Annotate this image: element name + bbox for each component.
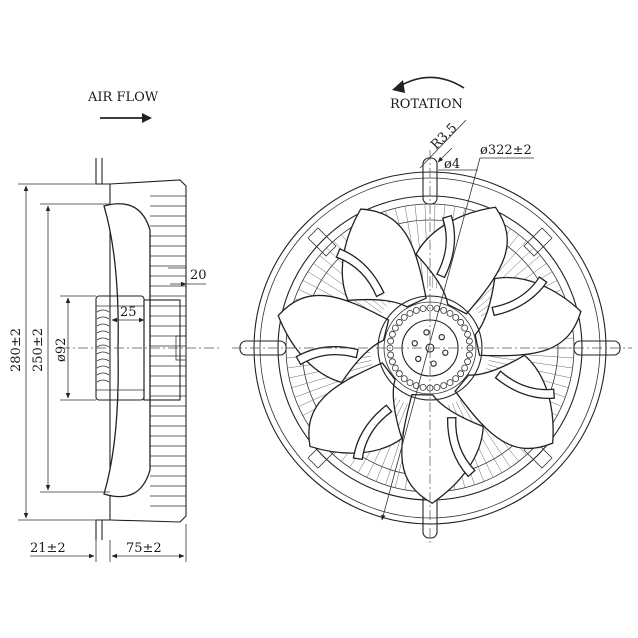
- fan-blade: [454, 354, 555, 450]
- mount-offset-dimension: 21±2: [30, 541, 66, 556]
- front-dimensions: R3.5 ø4 ø322±2: [381, 119, 534, 521]
- side-blade-profile: [103, 203, 151, 498]
- overall-height-dimension: 280±2: [9, 328, 24, 372]
- hub-depth-dimension: 25: [120, 305, 137, 320]
- arrow-right-icon: [100, 113, 152, 123]
- front-view: [232, 150, 632, 546]
- hub-diameter-dimension: ø92: [54, 338, 69, 362]
- air-flow-label: AIR FLOW: [87, 90, 159, 105]
- fan-blade: [308, 362, 403, 461]
- rotation-label: ROTATION: [390, 97, 463, 112]
- fan-diameter-dimension: ø322±2: [480, 143, 532, 158]
- fan-blade: [415, 206, 508, 315]
- fan-blade: [474, 276, 582, 357]
- fan-blade: [277, 294, 390, 384]
- fan-blade: [401, 393, 484, 504]
- hole-diameter-dimension: ø4: [444, 157, 460, 172]
- radius-dimension: R3.5: [428, 121, 460, 153]
- grille-height-dimension: 250±2: [31, 328, 46, 372]
- curved-arrow-left-icon: [392, 76, 465, 93]
- guard-offset-dimension: 20: [190, 268, 207, 283]
- fan-blade: [335, 208, 427, 308]
- side-view: [60, 158, 220, 540]
- side-dimensions: 280±2 250±2 ø92 25 20 21±2 75±2: [9, 183, 207, 562]
- depth-dimension: 75±2: [126, 541, 162, 556]
